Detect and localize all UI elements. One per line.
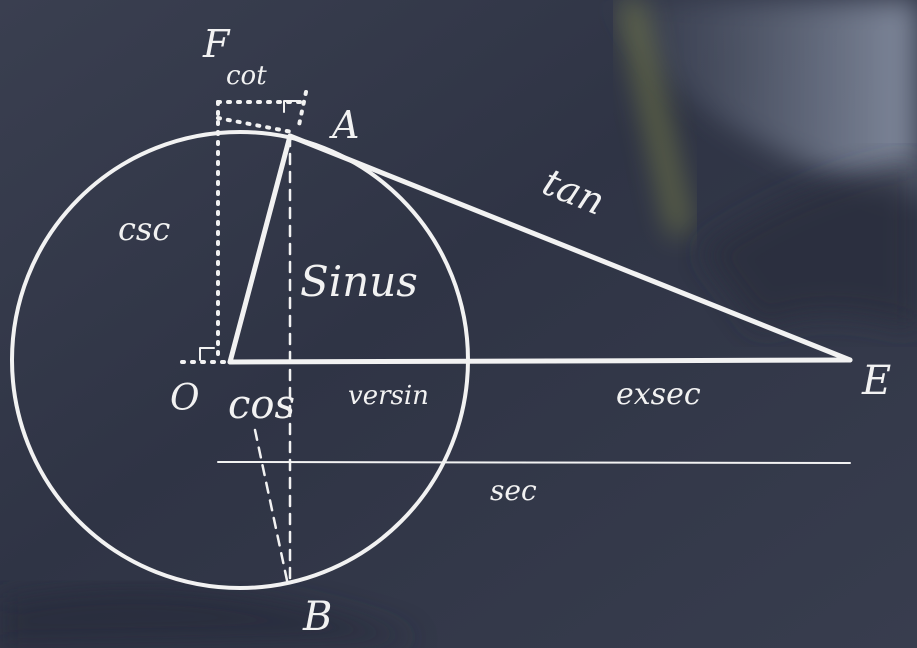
cloth-shadow-bottom	[0, 586, 420, 648]
right-angle-o	[199, 347, 215, 361]
sec-line	[217, 461, 851, 464]
label-point-e: E	[861, 358, 891, 404]
cot-dotted-line	[216, 116, 294, 134]
right-angle-a	[283, 100, 298, 113]
cot-dotted-end	[296, 90, 308, 132]
tan-line	[287, 133, 853, 363]
label-point-b: B	[302, 594, 332, 640]
label-sec: sec	[490, 474, 537, 507]
label-sinus: Sinus	[300, 257, 418, 306]
label-csc: csc	[118, 210, 170, 248]
stripe-light	[620, 0, 690, 236]
label-exsec: exsec	[616, 377, 701, 412]
secant-line	[227, 357, 853, 365]
ob-dashed-line	[253, 428, 290, 587]
cloth-shadow	[700, 160, 917, 330]
label-point-f: F	[202, 22, 231, 66]
label-cos: cos	[228, 382, 295, 428]
label-cot: cot	[226, 61, 267, 91]
radius-oa	[227, 133, 293, 365]
label-versin: versin	[348, 381, 429, 411]
label-point-o: O	[170, 378, 200, 419]
label-point-a: A	[329, 103, 359, 147]
cloth-highlight	[600, 0, 917, 200]
